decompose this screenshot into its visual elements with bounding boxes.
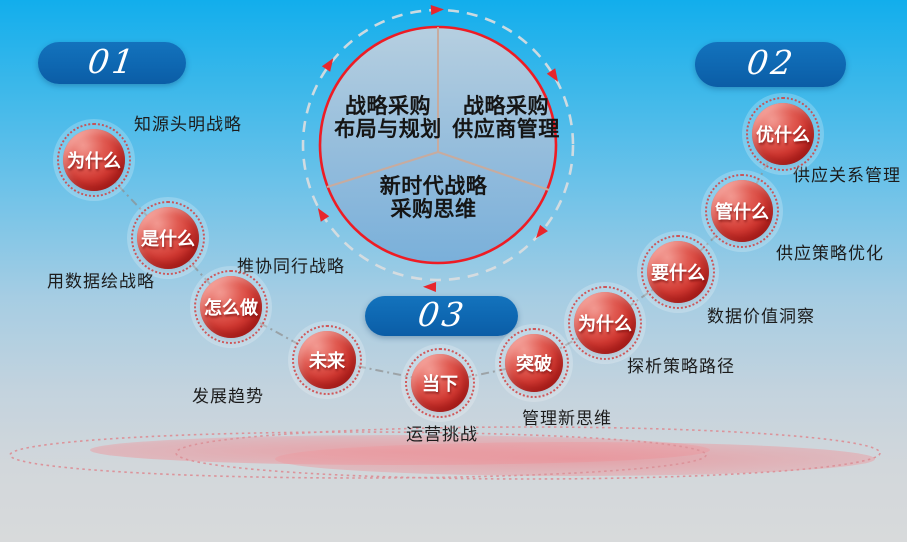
node-label-6: 突破: [516, 354, 552, 374]
node-circle-7: 为什么: [568, 286, 642, 360]
node-caption-3: 推协同行战略: [237, 257, 345, 276]
cycle-arrow-icons: [317, 5, 559, 292]
node-label-10: 优什么: [756, 125, 810, 145]
center-bottom-line2: 采购思维: [390, 198, 477, 221]
node-caption-4: 发展趋势: [192, 387, 264, 406]
badge-02-label: 02: [744, 43, 798, 82]
node-circle-10: 优什么: [746, 97, 820, 171]
node-circle-3: 怎么做: [194, 270, 268, 344]
node-label-8: 要什么: [651, 263, 705, 283]
center-right-line2: 供应商管理: [452, 118, 560, 141]
badge-02: 02: [695, 42, 846, 87]
node-circle-9: 管什么: [705, 174, 779, 248]
node-caption-9: 供应策略优化: [776, 244, 884, 263]
badge-03: 03: [365, 294, 518, 336]
center-left-line1: 战略采购: [345, 95, 431, 118]
node-circle-1: 为什么: [57, 123, 131, 197]
node-label-1: 为什么: [67, 151, 121, 171]
badge-01-label: 01: [85, 41, 140, 81]
node-circle-2: 是什么: [131, 201, 205, 275]
node-circle-4: 未来: [292, 325, 362, 395]
cycle-dashed-ring: [301, 5, 575, 292]
node-caption-1: 知源头明战略: [134, 115, 242, 134]
center-circle: [318, 25, 558, 265]
center-sector-right-label: 战略采购 供应商管理: [438, 95, 574, 141]
center-sector-left-label: 战略采购 布局与规划: [320, 95, 456, 141]
center-sector-bottom-label: 新时代战略 采购思维: [361, 175, 506, 221]
node-label-4: 未来: [309, 351, 345, 371]
node-circle-6: 突破: [499, 328, 569, 398]
node-label-7: 为什么: [578, 314, 632, 334]
node-caption-6: 管理新思维: [522, 409, 612, 428]
node-label-3: 怎么做: [204, 298, 258, 318]
node-caption-5: 运营挑战: [406, 425, 478, 444]
step-connector-line: [93, 133, 784, 385]
badge-03-label: 03: [415, 294, 469, 334]
badge-01: 01: [38, 42, 186, 84]
node-caption-10: 供应关系管理: [793, 166, 901, 185]
node-caption-2: 用数据绘战略: [47, 272, 155, 291]
center-bottom-line1: 新时代战略: [379, 175, 488, 198]
node-label-9: 管什么: [715, 202, 769, 222]
center-left-line2: 布局与规划: [334, 118, 442, 141]
node-caption-7: 探析策略路径: [627, 357, 735, 376]
stage-glow-ellipses: [9, 426, 881, 480]
node-circle-5: 当下: [405, 348, 475, 418]
node-circle-8: 要什么: [641, 235, 715, 309]
node-label-2: 是什么: [141, 229, 195, 249]
center-right-line1: 战略采购: [463, 95, 549, 118]
node-caption-8: 数据价值洞察: [707, 307, 815, 326]
node-label-5: 当下: [422, 374, 458, 394]
